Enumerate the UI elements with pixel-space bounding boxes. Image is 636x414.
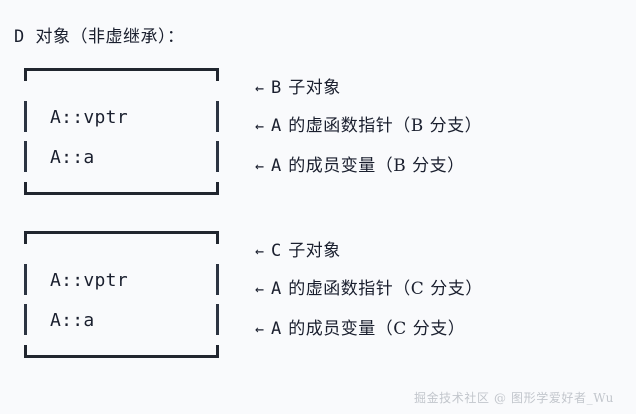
annotation-text: 的虚函数指针（B 分支） <box>288 116 483 136</box>
box-corner-top-right <box>216 231 219 244</box>
annotation-owner: A <box>271 156 282 176</box>
annotation-text: 子对象 <box>288 78 341 98</box>
watermark: 掘金技术社区 @ 图形学爱好者_Wu <box>413 391 614 405</box>
box-bottom-rule <box>24 192 219 195</box>
memory-box-b: A::vptr A::a <box>18 68 225 195</box>
left-arrow-icon: ← <box>255 242 265 260</box>
box-pipe-left <box>24 141 27 172</box>
annotation-subobject: ← C 子对象 <box>255 243 341 260</box>
annotation-member: ← A 的成员变量（C 分支） <box>255 321 465 338</box>
annotation-member: ← A 的成员变量（B 分支） <box>255 158 465 175</box>
box-top-rule <box>24 68 219 71</box>
memory-slot-label: A::vptr <box>50 269 128 291</box>
annotation-text: 的虚函数指针（C 分支） <box>288 279 483 299</box>
annotation-owner: A <box>271 116 282 136</box>
memory-slot-member: A::a <box>18 300 225 340</box>
annotation-owner: B <box>271 78 282 98</box>
left-arrow-icon: ← <box>255 157 265 175</box>
box-corner-bottom-left <box>24 182 27 195</box>
box-pipe-right <box>216 141 219 172</box>
memory-slot-label: A::vptr <box>50 106 128 128</box>
annotation-text: 子对象 <box>288 241 341 261</box>
box-corner-top-right <box>216 68 219 81</box>
box-corner-bottom-right <box>216 182 219 195</box>
memory-slot-vptr: A::vptr <box>18 260 225 300</box>
box-pipe-right <box>216 101 219 132</box>
page-title: D 对象（非虚继承）： <box>14 27 185 47</box>
annotation-owner: C <box>271 241 282 261</box>
memory-slot-label: A::a <box>50 309 95 331</box>
annotation-owner: A <box>271 319 282 339</box>
left-arrow-icon: ← <box>255 117 265 135</box>
memory-box-c: A::vptr A::a <box>18 231 225 358</box>
box-pipe-left <box>24 264 27 295</box>
annotation-subobject: ← B 子对象 <box>255 80 341 97</box>
annotation-text: 的成员变量（C 分支） <box>288 319 466 339</box>
memory-slot-vptr: A::vptr <box>18 97 225 137</box>
left-arrow-icon: ← <box>255 280 265 298</box>
annotation-vptr: ← A 的虚函数指针（C 分支） <box>255 281 483 298</box>
box-pipe-left <box>24 101 27 132</box>
annotation-owner: A <box>271 279 282 299</box>
box-corner-bottom-left <box>24 345 27 358</box>
left-arrow-icon: ← <box>255 320 265 338</box>
memory-slot-label: A::a <box>50 146 95 168</box>
box-top-rule <box>24 231 219 234</box>
left-arrow-icon: ← <box>255 79 265 97</box>
box-corner-top-left <box>24 68 27 81</box>
box-bottom-rule <box>24 355 219 358</box>
annotation-vptr: ← A 的虚函数指针（B 分支） <box>255 118 482 135</box>
box-pipe-right <box>216 264 219 295</box>
memory-slot-member: A::a <box>18 137 225 177</box>
annotation-text: 的成员变量（B 分支） <box>288 156 465 176</box>
box-pipe-left <box>24 304 27 335</box>
box-corner-bottom-right <box>216 345 219 358</box>
box-pipe-right <box>216 304 219 335</box>
box-corner-top-left <box>24 231 27 244</box>
